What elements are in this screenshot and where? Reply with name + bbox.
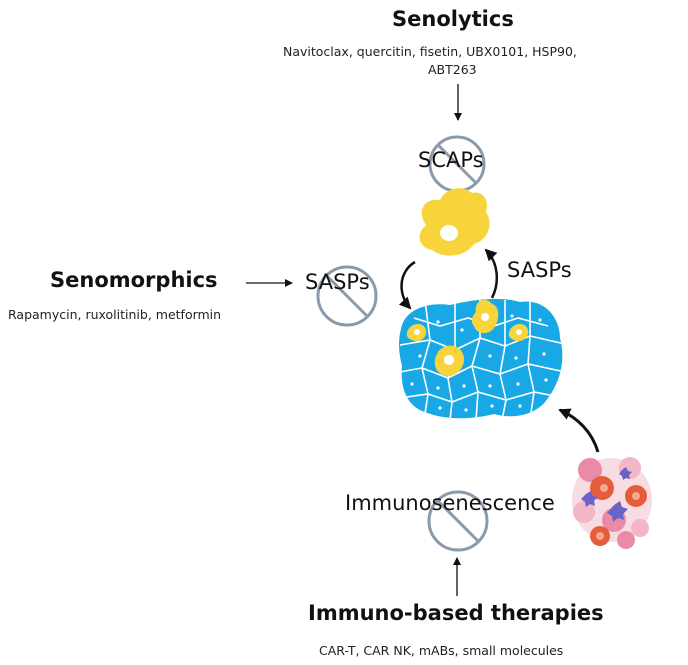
immunosenescence-label: Immunosenescence <box>345 491 555 515</box>
immune-cells-image <box>572 457 652 549</box>
scaps-label: SCAPs <box>418 148 484 172</box>
immuno-therapies-title: Immuno-based therapies <box>308 601 604 625</box>
senomorphics-agents: Rapamycin, ruxolitinib, metformin <box>8 307 222 322</box>
senomorphics-title: Senomorphics <box>50 268 218 292</box>
senolytics-title: Senolytics <box>392 7 514 31</box>
senolytics-agents-line1: Navitoclax, quercitin, fisetin, UBX0101,… <box>283 44 577 59</box>
immune-to-tissue-arrow <box>558 408 600 453</box>
immuno-therapies-agents: CAR-T, CAR NK, mABs, small molecules <box>319 643 564 658</box>
senolytics-agents-line2: ABT263 <box>428 62 477 77</box>
sasps-inhibited-label: SASPs <box>305 270 370 294</box>
loop-arrow-left <box>398 260 416 310</box>
tissue-cluster <box>399 298 563 419</box>
sasps-loop-label: SASPs <box>507 258 572 282</box>
loop-arrow-right <box>484 248 499 299</box>
sasps-inhibit-icon <box>316 265 378 327</box>
senescent-cell <box>419 188 490 256</box>
immunosenescence-inhibit-icon <box>427 490 489 552</box>
